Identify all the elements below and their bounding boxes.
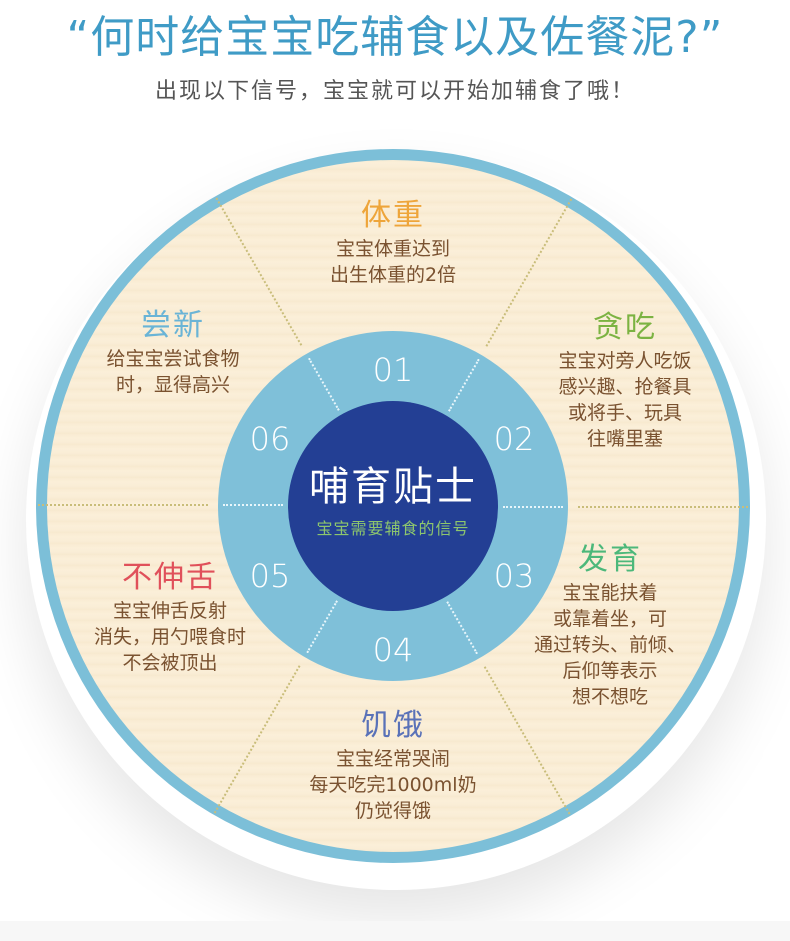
center-title: 哺育贴士 <box>309 464 477 510</box>
signal-line: 感兴趣、抢餐具 <box>558 376 692 398</box>
signal-line: 给宝宝尝试食物 <box>106 348 240 370</box>
signal-heading: 贪吃 <box>593 310 657 345</box>
signal-greedy: 贪吃 宝宝对旁人吃饭 感兴趣、抢餐具 或将手、玩具 往嘴里塞 <box>530 308 720 452</box>
signal-heading: 饥饿 <box>361 708 425 743</box>
page-subtitle: 出现以下信号，宝宝就可以开始加辅食了哦！ <box>154 79 635 104</box>
signal-development: 发育 宝宝能扶着 或靠着坐，可 通过转头、前倾、 后仰等表示 想不想吃 <box>515 540 705 710</box>
signal-line: 出生体重的2倍 <box>329 264 457 286</box>
signal-weight: 体重 宝宝体重达到 出生体重的2倍 <box>293 196 493 288</box>
ring-divider-line <box>503 506 563 508</box>
signal-line: 宝宝对旁人吃饭 <box>558 350 692 372</box>
footer-band <box>0 921 790 941</box>
signal-line: 消失，用勺喂食时 <box>93 626 246 648</box>
signal-heading: 体重 <box>361 198 425 233</box>
signal-line: 宝宝体重达到 <box>335 238 450 260</box>
ring-number-04: 04 <box>372 631 414 669</box>
ring-number-02: 02 <box>493 420 535 458</box>
signal-try-new: 尝新 给宝宝尝试食物 时，显得高兴 <box>78 306 268 398</box>
signal-heading: 尝新 <box>141 308 205 343</box>
signal-heading: 发育 <box>578 542 642 577</box>
signal-line: 或将手、玩具 <box>567 402 682 424</box>
page-title: “何时给宝宝吃辅食以及佐餐泥?” <box>66 12 724 63</box>
signal-line: 不会被顶出 <box>122 652 218 674</box>
signal-line: 通过转头、前倾、 <box>533 634 686 656</box>
signal-line: 往嘴里塞 <box>586 428 663 450</box>
signal-line: 想不想吃 <box>571 686 648 708</box>
ring-number-06: 06 <box>249 420 291 458</box>
signal-line: 宝宝伸舌反射 <box>112 600 227 622</box>
signal-line: 仍觉得饿 <box>354 800 431 822</box>
divider-line <box>578 506 748 508</box>
signal-no-tongue-thrust: 不伸舌 宝宝伸舌反射 消失，用勺喂食时 不会被顶出 <box>70 558 270 676</box>
divider-line <box>38 504 208 506</box>
signal-hunger: 饥饿 宝宝经常哭闹 每天吃完1000ml奶 仍觉得饿 <box>283 706 503 824</box>
signal-line: 时，显得高兴 <box>115 374 230 396</box>
ring-number-05: 05 <box>249 557 291 595</box>
ring-number-03: 03 <box>493 557 535 595</box>
signal-line: 宝宝经常哭闹 <box>335 748 450 770</box>
signal-line: 后仰等表示 <box>562 660 658 682</box>
signal-heading: 不伸舌 <box>122 560 218 595</box>
signal-line: 每天吃完1000ml奶 <box>309 774 477 796</box>
center-badge: 哺育贴士 宝宝需要辅食的信号 <box>288 401 498 611</box>
signal-line: 宝宝能扶着 <box>562 582 658 604</box>
ring-number-01: 01 <box>372 351 414 389</box>
ring-divider-line <box>223 504 283 506</box>
signal-line: 或靠着坐，可 <box>552 608 667 630</box>
center-subtitle: 宝宝需要辅食的信号 <box>316 519 470 538</box>
